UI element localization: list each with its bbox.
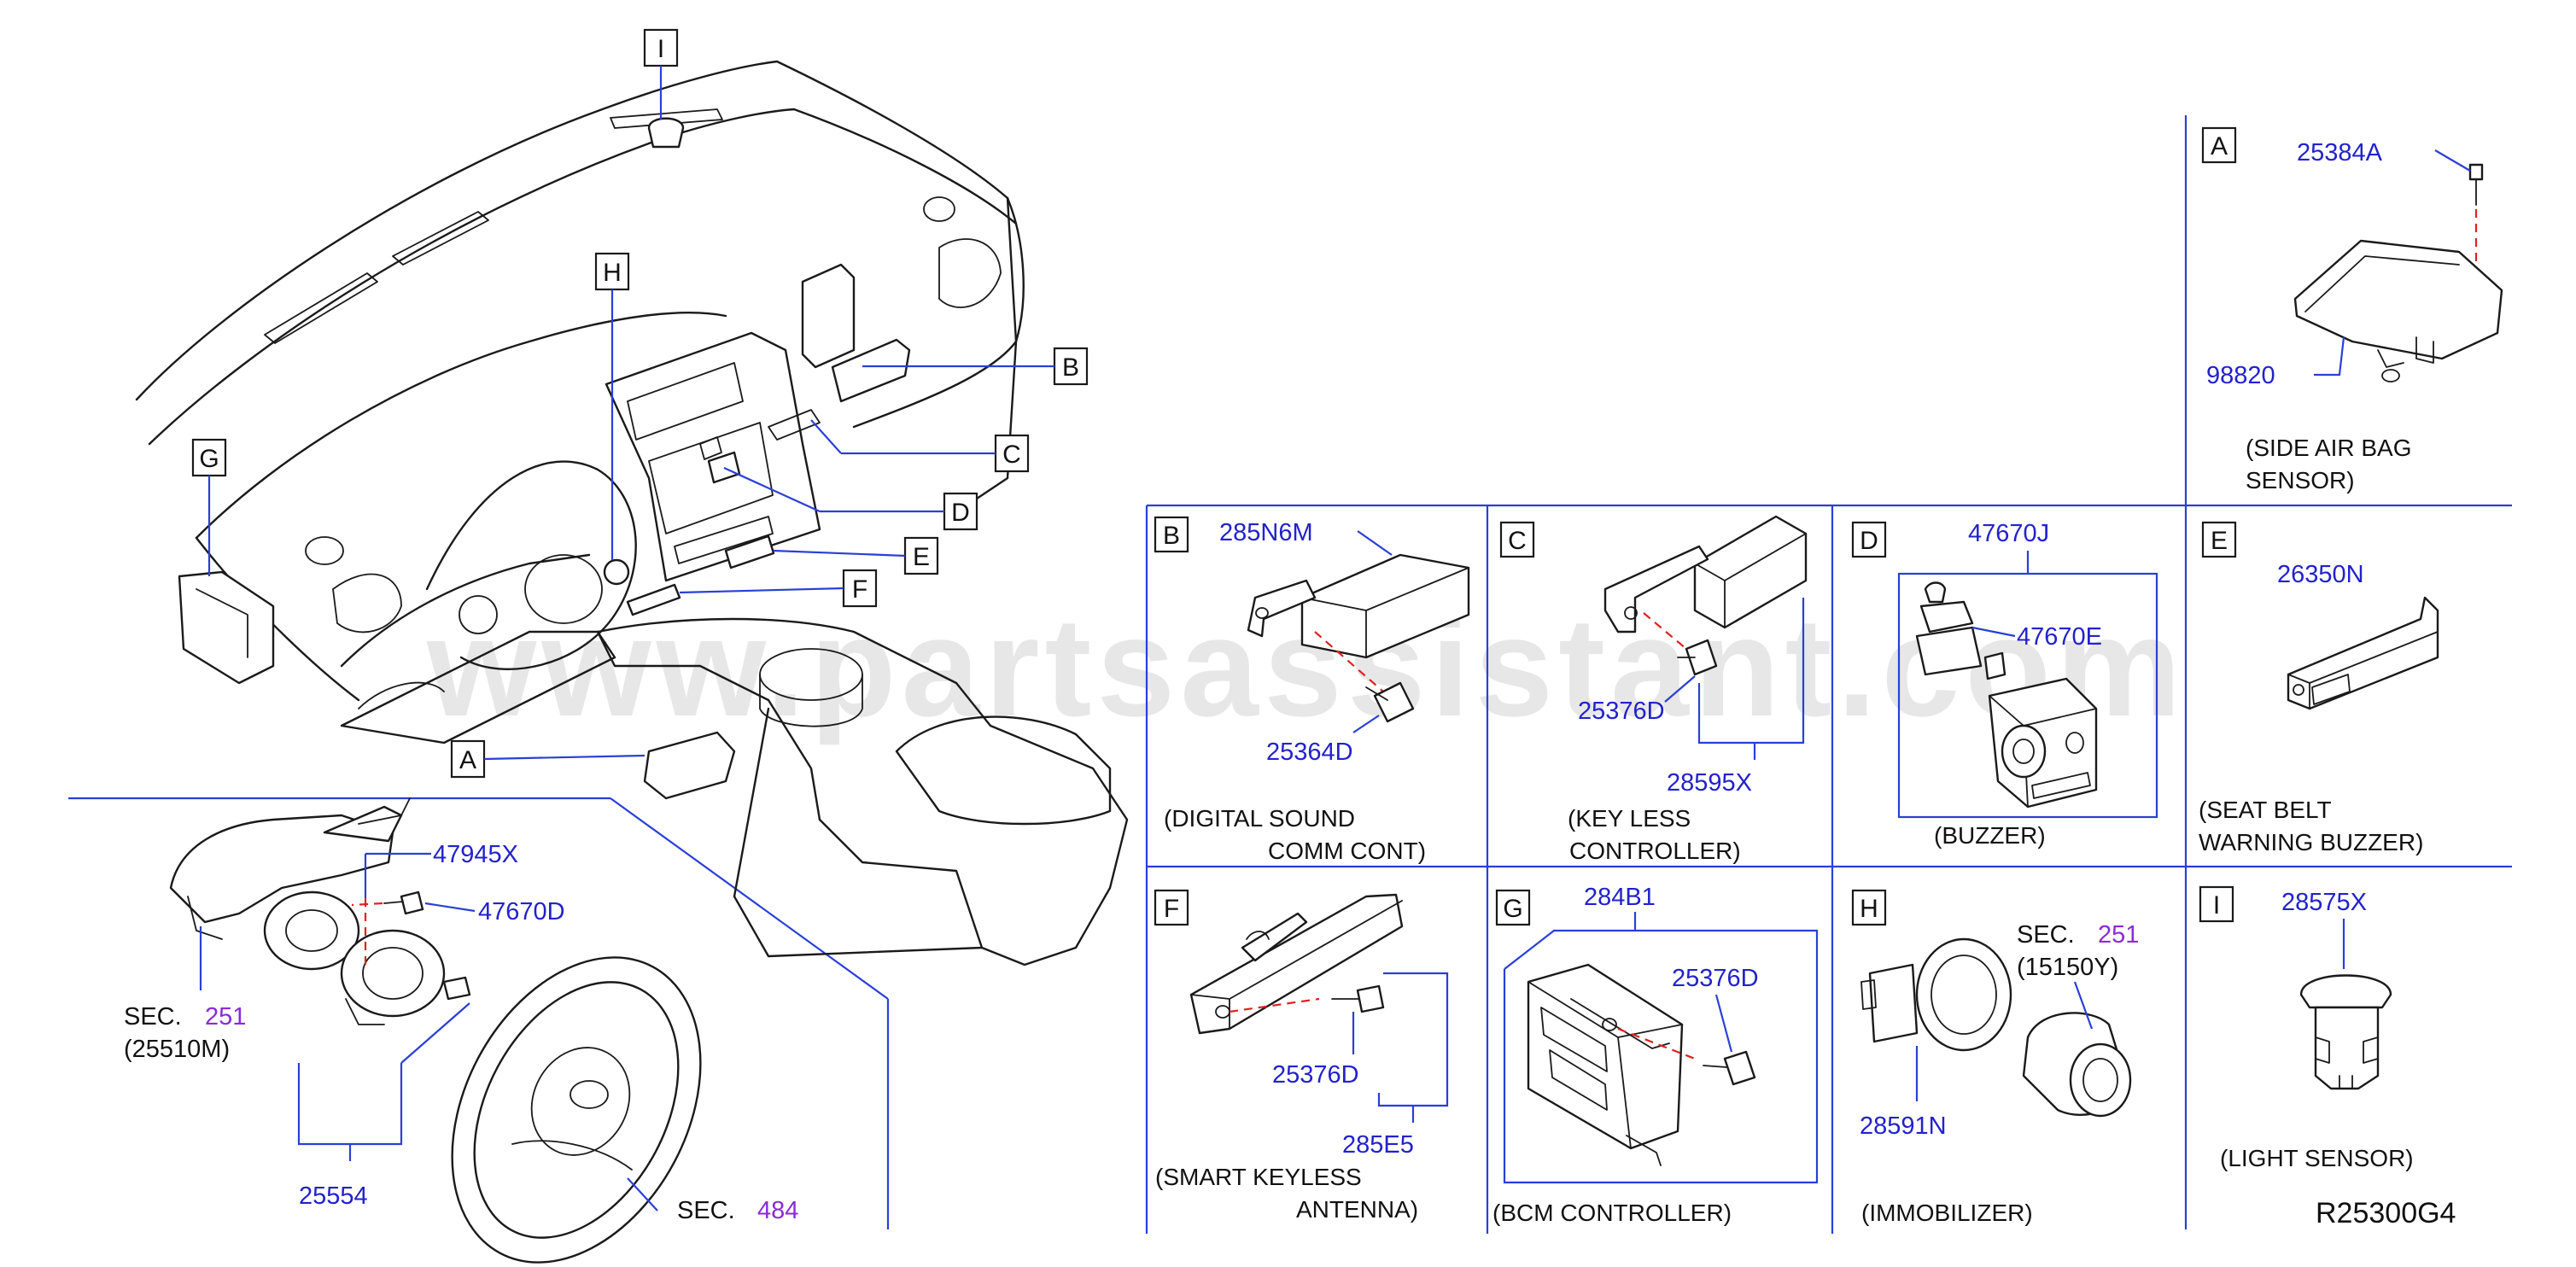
- sec-number: 251: [205, 1003, 246, 1031]
- panel-C: C 25376D 28595X (KEY LESS CONTROLLER): [1499, 515, 1808, 864]
- callout-H: H: [603, 259, 622, 287]
- panel-I: I 28575X (LIGHT SENSOR): [2199, 885, 2414, 1171]
- panel-grid: [68, 115, 2512, 1234]
- panel-E-caption-1: (SEAT BELT: [2199, 797, 2332, 823]
- overview-part-labels: 47945X 47670D 25554 SEC. 251 (25510M) SE…: [124, 841, 798, 1224]
- overview-callouts: I H G B C D E F A: [191, 28, 1089, 779]
- panel-letter-I: I: [2213, 891, 2220, 920]
- panel-B-caption-1: (DIGITAL SOUND: [1164, 805, 1355, 832]
- panel-letter-H: H: [1860, 895, 1878, 923]
- panel-letter-E: E: [2211, 527, 2228, 555]
- part-47670E: 47670E: [2017, 623, 2102, 651]
- sec-label-484: SEC.: [677, 1197, 735, 1224]
- combination-switch-illustration: [169, 797, 471, 1025]
- panel-A: A 25384A 98820 (SIDE AIR BAG SENSOR): [2201, 126, 2503, 493]
- part-285E5: 285E5: [1342, 1131, 1414, 1159]
- panel-A-caption-2: SENSOR): [2246, 467, 2355, 493]
- panel-H-caption: (IMMOBILIZER): [1861, 1200, 2033, 1226]
- panel-D-caption: (BUZZER): [1934, 822, 2046, 849]
- panel-A-caption-1: (SIDE AIR BAG: [2246, 435, 2412, 461]
- part-47670D: 47670D: [478, 898, 565, 925]
- part-26350N: 26350N: [2277, 561, 2364, 588]
- part-25384A: 25384A: [2297, 139, 2383, 166]
- callout-C: C: [1002, 441, 1021, 469]
- part-98820: 98820: [2206, 362, 2275, 389]
- panel-letter-D: D: [1860, 527, 1878, 555]
- overview-part-leaders: [199, 852, 658, 1212]
- callout-I: I: [657, 35, 664, 63]
- panel-F-caption-1: (SMART KEYLESS: [1155, 1164, 1362, 1190]
- panel-H: H SEC. 251 (15150Y) 28591N (IMMOBILIZER): [1851, 889, 2139, 1226]
- sec-label: SEC.: [124, 1003, 182, 1031]
- sec-ref-part: (25510M): [124, 1036, 230, 1063]
- panel-B-caption-2: COMM CONT): [1268, 838, 1426, 864]
- panel-D: D 47670J 47670E (BUZZER): [1851, 520, 2158, 849]
- part-28591N: 28591N: [1860, 1112, 1947, 1140]
- callout-E: E: [913, 543, 930, 571]
- panel-I-caption: (LIGHT SENSOR): [2220, 1145, 2414, 1171]
- part-47945X: 47945X: [433, 841, 518, 868]
- callout-G: G: [199, 445, 219, 473]
- panel-C-caption-1: (KEY LESS: [1568, 805, 1691, 832]
- part-28575X: 28575X: [2281, 889, 2367, 916]
- part-47670J: 47670J: [1968, 520, 2049, 547]
- part-25554: 25554: [299, 1182, 368, 1210]
- panel-G: G 284B1 25376D (BCM CONTROLLER): [1492, 884, 1819, 1226]
- panel-F: F 25376D 285E5 (SMART KEYLESS ANTENNA): [1154, 889, 1449, 1223]
- panel-E-caption-2: WARNING BUZZER): [2199, 829, 2423, 855]
- panel-H-sec-label: SEC.: [2017, 921, 2075, 949]
- panel-G-caption: (BCM CONTROLLER): [1492, 1200, 1732, 1226]
- part-284B1: 284B1: [1584, 884, 1656, 911]
- part-28595X: 28595X: [1667, 769, 1752, 797]
- callout-F: F: [852, 575, 867, 604]
- part-285N6M: 285N6M: [1219, 519, 1313, 546]
- panel-letter-F: F: [1164, 895, 1179, 923]
- callout-D: D: [951, 499, 970, 527]
- panel-B: B 285N6M 25364D (DIGITAL SOUND COMM CONT…: [1154, 516, 1470, 864]
- panel-F-caption-2: ANTENNA): [1296, 1196, 1418, 1223]
- panel-letter-A: A: [2211, 132, 2228, 161]
- panel-C-caption-2: CONTROLLER): [1569, 838, 1741, 864]
- diagram-code: R25300G4: [2316, 1197, 2456, 1229]
- callout-A: A: [459, 746, 476, 774]
- panel-H-sec-ref-part: (15150Y): [2017, 954, 2118, 981]
- part-25364D: 25364D: [1266, 739, 1353, 766]
- panel-letter-B: B: [1163, 522, 1180, 550]
- part-25376D-F: 25376D: [1272, 1061, 1359, 1089]
- panel-H-sec-number: 251: [2098, 921, 2139, 949]
- panel-E: E 26350N (SEAT BELT WARNING BUZZER): [2199, 521, 2439, 855]
- part-25376D-G: 25376D: [1672, 965, 1759, 992]
- callout-B: B: [1062, 353, 1079, 382]
- dashboard-illustration: [135, 60, 1129, 966]
- panel-letter-C: C: [1508, 527, 1527, 555]
- steering-wheel-illustration: [451, 956, 702, 1264]
- panel-letter-G: G: [1503, 895, 1522, 923]
- part-25376D: 25376D: [1578, 698, 1665, 725]
- sec-number-484: 484: [757, 1197, 798, 1224]
